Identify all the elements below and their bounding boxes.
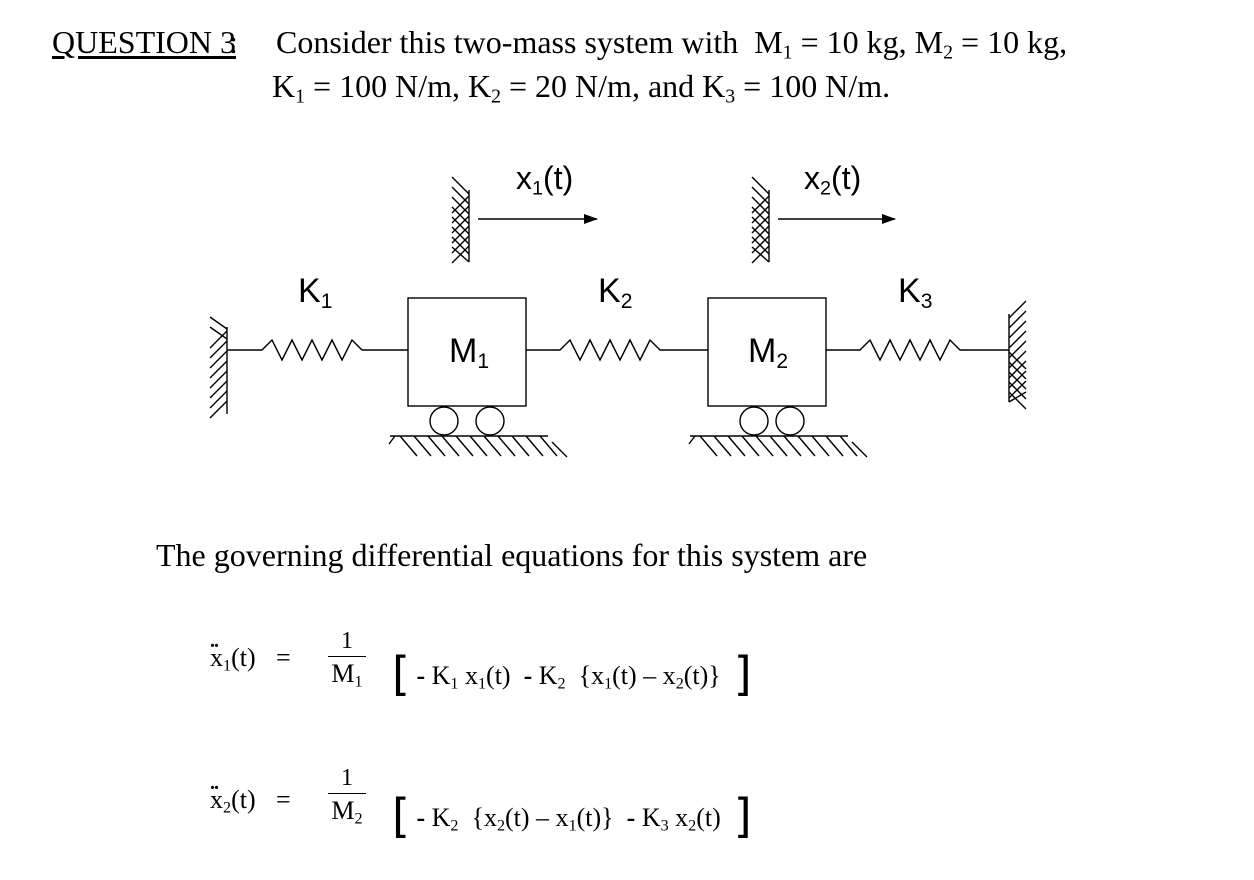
problem-statement-line-1: Consider this two-mass system with M1 = … bbox=[276, 24, 1068, 64]
ground-m2 bbox=[688, 435, 868, 458]
eq2-rhs: [ - K2 {x2(t) – x1(t)} - K3 x2(t) ] bbox=[392, 789, 752, 843]
eq1-frac-num: 1 bbox=[341, 628, 353, 654]
k2-value: 20 N/m bbox=[535, 68, 632, 104]
eq1-frac-den: M1 bbox=[331, 659, 363, 691]
reference-wall-2 bbox=[751, 176, 770, 264]
left-wall bbox=[209, 316, 228, 419]
eq1-rhs: [ - K1 x1(t) - K2 {x1(t) – x2(t)} ] bbox=[392, 647, 752, 701]
x1-label: x1(t) bbox=[516, 160, 574, 200]
mass-m2-box bbox=[707, 297, 827, 407]
eq2-lhs: ..x 2(t) bbox=[210, 772, 256, 817]
mass-m1-label: M1 bbox=[449, 332, 490, 373]
m1-value: 10 kg bbox=[826, 24, 899, 60]
question-colon: : bbox=[229, 24, 238, 60]
mass-m1-box bbox=[407, 297, 527, 407]
eq2-frac-den: M2 bbox=[331, 796, 363, 828]
eq1-lhs: ..x 1(t) bbox=[210, 630, 256, 675]
right-wall bbox=[1008, 300, 1027, 410]
x2-label: x2(t) bbox=[804, 160, 862, 200]
k2-label: K2 bbox=[598, 272, 633, 313]
eq2-fraction: 1 M2 bbox=[328, 765, 366, 828]
spring-k2 bbox=[526, 338, 708, 362]
spring-k3 bbox=[826, 338, 1009, 362]
reference-wall-1 bbox=[451, 176, 470, 264]
ground-m1 bbox=[388, 435, 568, 458]
wheel-m2-right bbox=[775, 406, 805, 436]
problem-prefix: Consider this two-mass system with bbox=[276, 24, 739, 60]
wheel-m2-left bbox=[739, 406, 769, 436]
wheel-m1-right bbox=[475, 406, 505, 436]
eq2-equals: = bbox=[276, 785, 291, 814]
k3-label: K3 bbox=[898, 272, 933, 313]
mass-m2-label: M2 bbox=[748, 332, 789, 373]
k3-value: 100 N/m bbox=[769, 68, 883, 104]
k1-value: 100 N/m bbox=[339, 68, 452, 104]
eq1-equals: = bbox=[276, 643, 291, 672]
problem-statement-line-2: K1 = 100 N/m, K2 = 20 N/m, and K3 = 100 … bbox=[272, 68, 891, 108]
eq1-fraction: 1 M1 bbox=[328, 628, 366, 691]
question-label: QUESTION 3 bbox=[52, 24, 236, 60]
governing-equations-intro: The governing differential equations for… bbox=[156, 537, 868, 573]
k1-label: K1 bbox=[298, 272, 333, 313]
eq2-frac-num: 1 bbox=[341, 765, 353, 791]
m2-value: 10 kg bbox=[987, 24, 1060, 60]
wheel-m1-left bbox=[429, 406, 459, 436]
spring-k1 bbox=[227, 338, 408, 362]
